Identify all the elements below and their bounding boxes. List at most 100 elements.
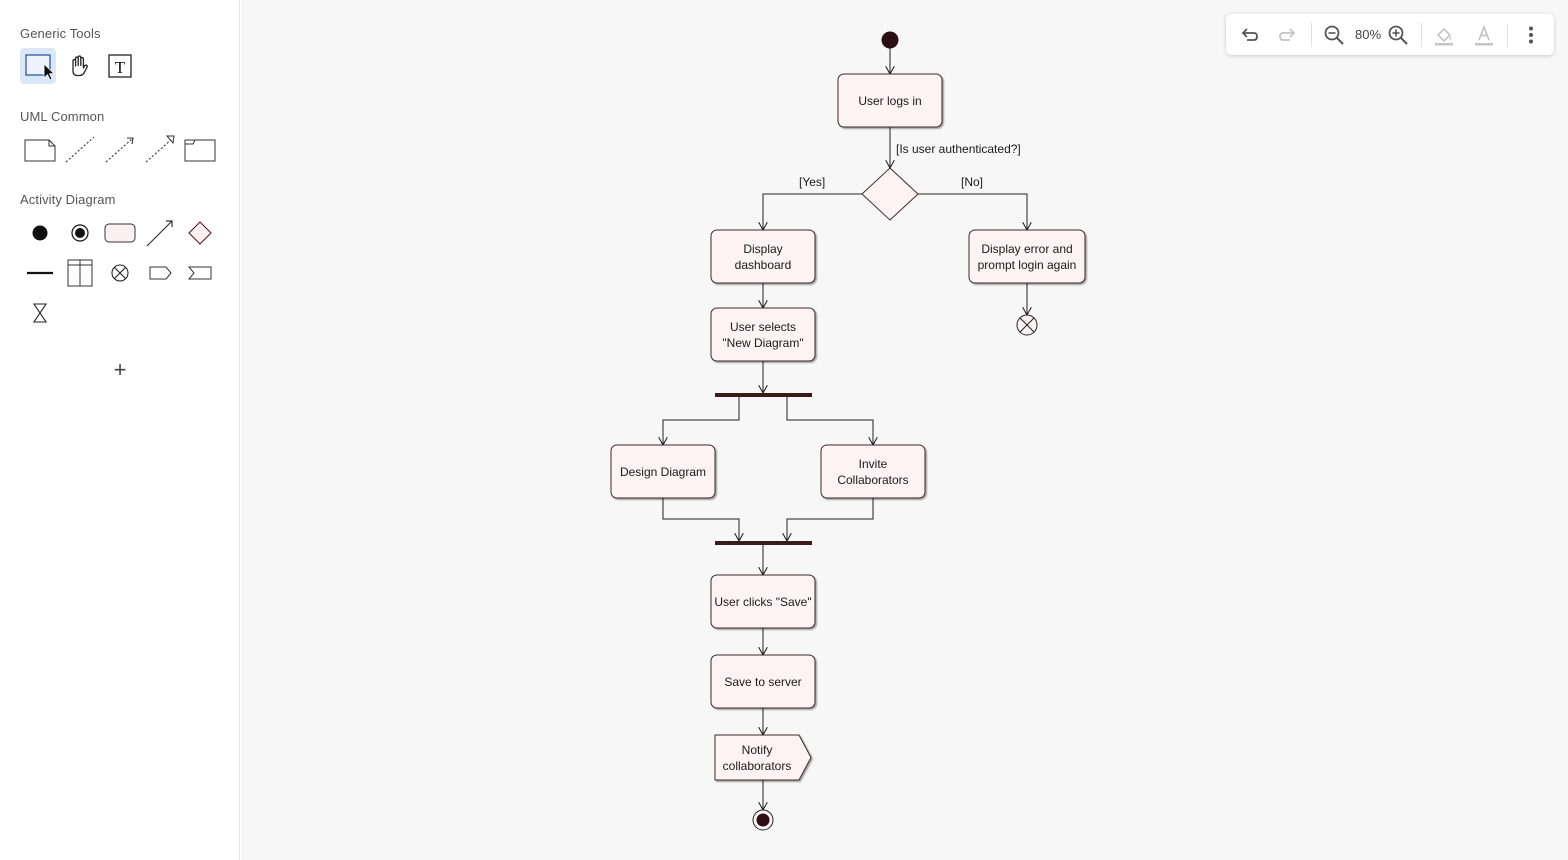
edge-fork-invite: [786, 395, 873, 445]
zoom-out-button[interactable]: [1321, 22, 1347, 48]
paint-bucket-icon: [1435, 27, 1453, 46]
signal-notify-collaborators-line1: Notify: [742, 743, 773, 757]
initial-node-tool[interactable]: [22, 215, 58, 251]
hourglass-icon: [32, 303, 48, 323]
select-rectangle-icon: [25, 54, 55, 81]
final-node-tool[interactable]: [62, 215, 98, 251]
edge-invite-join: [787, 498, 874, 541]
diamond-icon: [188, 221, 212, 245]
zoom-level: 80%: [1354, 27, 1382, 42]
swimlane-tool[interactable]: [62, 255, 98, 291]
zoom-in-button[interactable]: [1385, 22, 1411, 48]
hand-icon: [72, 55, 88, 77]
decision-node-tool[interactable]: [182, 215, 218, 251]
action-select-new-diagram-line1: User selects: [730, 320, 796, 334]
dashed-open-arrow-icon: [145, 135, 175, 163]
decision-node: [861, 167, 919, 221]
swimlane-icon: [67, 259, 93, 287]
action-user-logs-in-label: User logs in: [858, 94, 921, 108]
zoom-out-icon: [1324, 25, 1344, 45]
signal-notify-collaborators-line2: collaborators: [723, 759, 792, 773]
guard-authenticated: [Is user authenticated?]: [896, 142, 1021, 156]
activity-final-node: [752, 809, 774, 831]
text-color-button[interactable]: [1471, 22, 1497, 48]
fork-node-tool[interactable]: [22, 255, 58, 291]
frame-icon: [184, 139, 216, 162]
signal-notify-collaborators: [714, 734, 812, 781]
toolbar-separator: [1311, 23, 1312, 47]
arrow-line-icon: [146, 220, 173, 247]
zoom-in-icon: [1388, 25, 1408, 45]
svg-text:T: T: [115, 58, 126, 77]
action-design-diagram: [610, 444, 716, 499]
frame-tool[interactable]: [182, 132, 218, 168]
join-bar: [715, 541, 812, 545]
toolbar-separator: [1421, 23, 1422, 47]
activity-diagram: User logs in [Is user authenticated?] [Y…: [610, 31, 1086, 831]
text-tool[interactable]: T: [102, 48, 138, 84]
toolbar-separator: [1507, 23, 1508, 47]
final-node-icon: [71, 224, 89, 242]
send-signal-tool[interactable]: [142, 255, 178, 291]
bar-icon: [27, 271, 53, 275]
action-user-logs-in: [837, 73, 943, 128]
action-save-to-server-label: Save to server: [724, 675, 801, 689]
edge-decision-yes: [763, 193, 862, 230]
action-save-to-server: [710, 654, 816, 709]
edge-design-join: [662, 498, 739, 541]
dashed-line-icon: [65, 136, 95, 163]
action-invite-collaborators: [820, 444, 926, 499]
action-display-dashboard-line2: dashboard: [735, 258, 792, 272]
action-tool[interactable]: [102, 215, 138, 251]
action-display-dashboard-line1: Display: [743, 242, 782, 256]
realization-tool[interactable]: [142, 132, 178, 168]
action-display-error-line2: prompt login again: [978, 258, 1077, 272]
time-event-tool[interactable]: [22, 295, 58, 331]
more-vertical-icon: [1529, 26, 1533, 44]
control-flow-tool[interactable]: [142, 215, 178, 251]
pan-tool[interactable]: [62, 48, 98, 84]
action-display-error: [968, 229, 1086, 284]
filled-circle-icon: [32, 225, 48, 241]
dashed-link-tool[interactable]: [62, 132, 98, 168]
activity-diagram-title: Activity Diagram: [20, 192, 116, 207]
redo-button[interactable]: [1275, 22, 1301, 48]
add-symbol-button[interactable]: +: [113, 357, 127, 382]
select-tool[interactable]: [20, 48, 56, 84]
action-user-clicks-save-label: User clicks "Save": [714, 595, 811, 609]
note-tool[interactable]: [22, 132, 58, 168]
initial-node: [881, 31, 899, 49]
redo-icon: [1279, 28, 1296, 41]
action-display-dashboard: [710, 229, 816, 284]
fill-color-button[interactable]: [1431, 22, 1457, 48]
uml-common-title: UML Common: [20, 109, 105, 124]
action-select-new-diagram-line2: "New Diagram": [722, 336, 803, 350]
action-display-error-line1: Display error and: [981, 242, 1072, 256]
undo-button[interactable]: [1236, 22, 1262, 48]
action-user-clicks-save: [710, 574, 816, 629]
edge-fork-design: [663, 395, 740, 445]
accept-event-icon: [187, 266, 212, 280]
guard-yes: [Yes]: [799, 175, 825, 189]
flow-final-node: [1016, 314, 1038, 336]
note-icon: [24, 139, 56, 162]
more-options-button[interactable]: [1518, 22, 1544, 48]
action-invite-collaborators-line2: Collaborators: [837, 473, 908, 487]
diagram-canvas[interactable]: User logs in [Is user authenticated?] [Y…: [241, 0, 1568, 860]
action-design-diagram-label: Design Diagram: [620, 465, 706, 479]
flow-final-tool[interactable]: [102, 255, 138, 291]
action-invite-collaborators-line1: Invite: [859, 457, 888, 471]
dashed-arrow-icon: [105, 137, 134, 163]
generic-tools-title: Generic Tools: [20, 26, 101, 41]
guard-no: [No]: [961, 175, 983, 189]
canvas-toolbar: 80%: [1226, 14, 1554, 55]
circle-x-icon: [111, 264, 129, 282]
undo-icon: [1241, 28, 1258, 41]
accept-event-tool[interactable]: [182, 255, 218, 291]
send-signal-icon: [149, 266, 172, 280]
text-icon: T: [108, 54, 132, 78]
action-select-new-diagram: [710, 307, 816, 362]
fork-bar: [715, 393, 812, 397]
dependency-tool[interactable]: [102, 132, 138, 168]
edge-decision-no: [918, 193, 1027, 230]
